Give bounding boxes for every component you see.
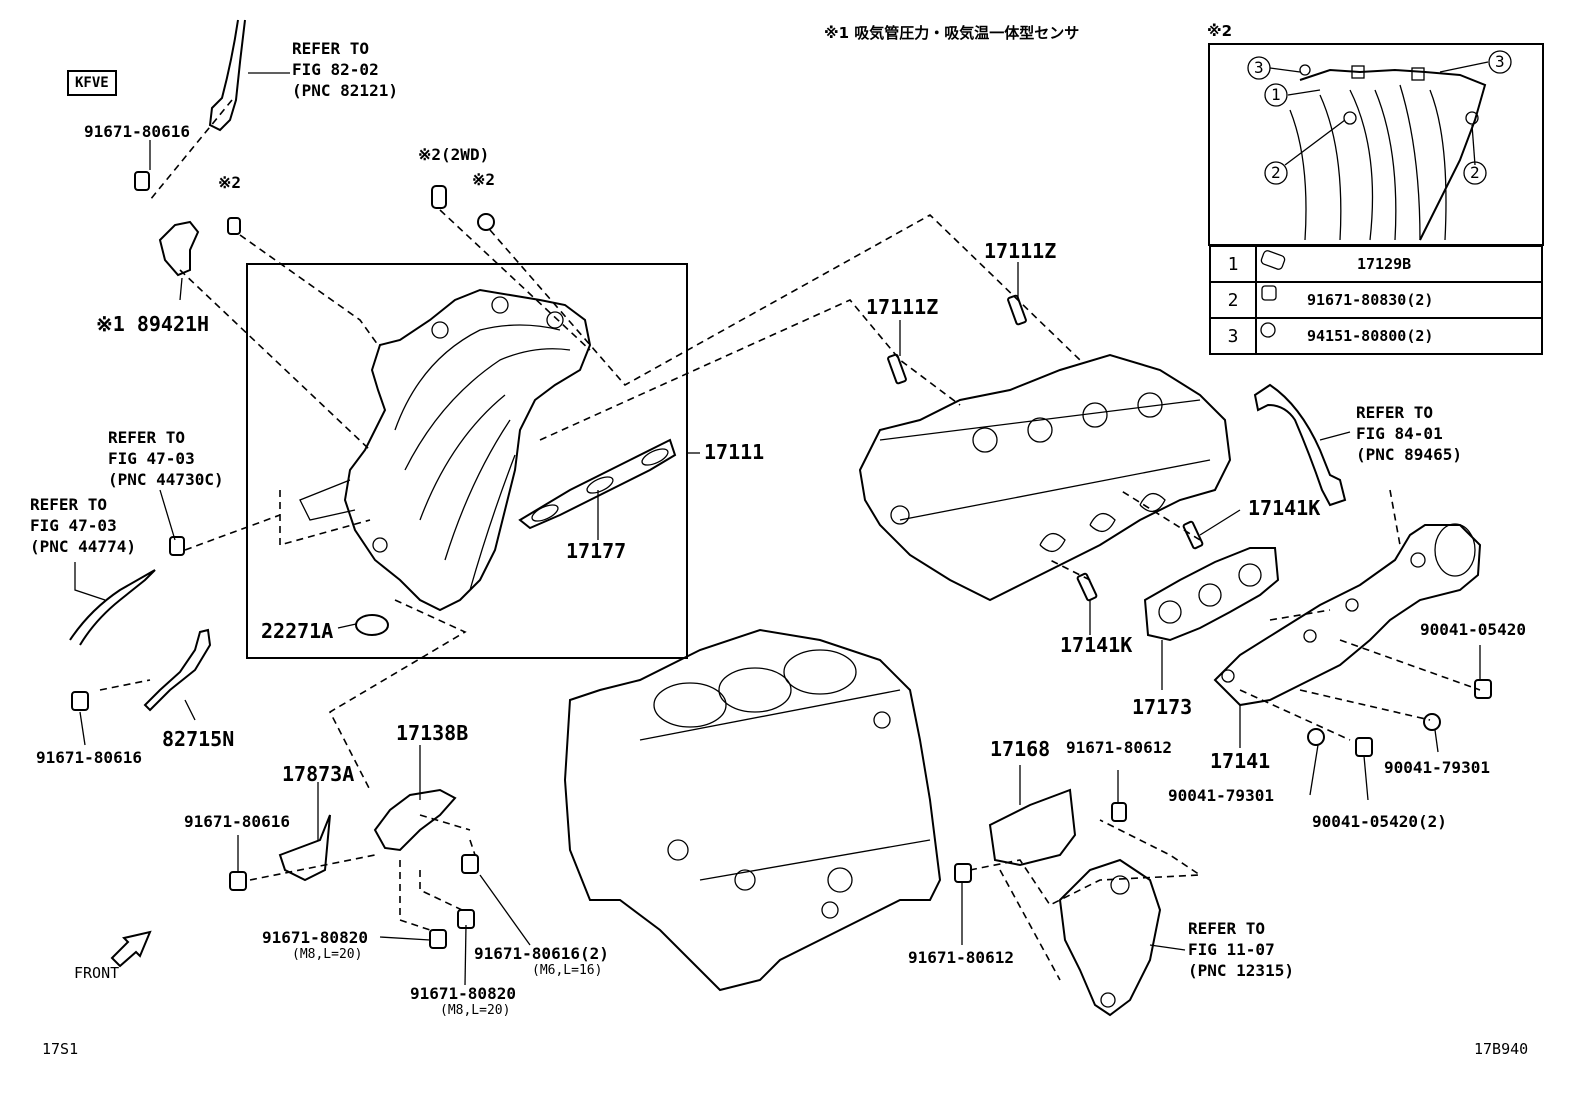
intake-manifold-group-frame <box>246 263 688 659</box>
legend-row: 1 17129B <box>1209 245 1543 283</box>
ref-line: (PNC 44730C) <box>108 470 224 489</box>
figure-code-right: 17B940 <box>1474 1040 1529 1058</box>
note1-caption: ※1 吸気管圧力・吸気温一体型センサ <box>824 24 1080 42</box>
part-label-90041-05420-2[interactable]: 90041-05420(2) <box>1312 812 1447 831</box>
part-label-17111z-b[interactable]: 17111Z <box>866 295 939 319</box>
ref-line: REFER TO <box>1188 919 1266 938</box>
leader-lines <box>74 72 1481 986</box>
part-label-17141k-b[interactable]: 17141K <box>1060 633 1133 657</box>
exhaust-manifold-drawing <box>1213 523 1482 707</box>
part-label-91671-80616-left[interactable]: 91671-80616 <box>36 748 142 767</box>
ref-line: (PNC 82121) <box>292 81 398 100</box>
ref-fig-11-07[interactable]: REFER TO FIG 11-07 (PNC 12315) <box>1188 918 1294 981</box>
oxygen-sensor-drawing <box>1253 383 1347 507</box>
ref-fig-84-01[interactable]: REFER TO FIG 84-01 (PNC 89465) <box>1356 402 1462 465</box>
ref-line: REFER TO <box>30 495 108 514</box>
front-label: FRONT <box>74 964 120 982</box>
ref-line: REFER TO <box>1356 403 1434 422</box>
part-label-82715n[interactable]: 82715N <box>162 727 235 751</box>
part-label-90041-79301-left[interactable]: 90041-79301 <box>1168 786 1274 805</box>
cylinder-head-drawing <box>858 353 1232 602</box>
intake-manifold-drawing <box>299 288 592 612</box>
ref-fig-47-03-b[interactable]: REFER TO FIG 47-03 (PNC 44774) <box>30 494 136 557</box>
legend-part[interactable]: 94151-80800(2) <box>1255 317 1543 355</box>
ref-line: (PNC 12315) <box>1188 961 1294 980</box>
ref-line: (PNC 44774) <box>30 537 136 556</box>
ref-line: FIG 82-02 <box>292 60 379 79</box>
inset-callout-3b: 3 <box>1495 52 1505 71</box>
heat-insulator-drawing <box>988 788 1077 867</box>
part-label-91671-80616-2[interactable]: 91671-80616(2) <box>474 944 609 963</box>
legend-row: 2 91671-80830(2) <box>1209 281 1543 319</box>
ref-line: REFER TO <box>108 428 186 447</box>
ref-fig-82-02[interactable]: REFER TO FIG 82-02 (PNC 82121) <box>292 38 398 101</box>
sensor-89421h-drawing <box>158 220 200 277</box>
part-label-91671-80616-top[interactable]: 91671-80616 <box>84 122 190 141</box>
part-label-note2-a: ※2 <box>218 173 242 192</box>
part-label-22271a[interactable]: 22271A <box>261 619 334 643</box>
note2-caption: ※2 <box>1207 22 1233 40</box>
cylinder-block-drawing <box>563 628 942 992</box>
part-label-91671-80820-b[interactable]: 91671-80820 <box>410 984 516 1003</box>
part-label-17873a[interactable]: 17873A <box>282 762 355 786</box>
legend-part[interactable]: 91671-80830(2) <box>1255 281 1543 319</box>
part-label-17177[interactable]: 17177 <box>566 539 627 563</box>
part-label-17111[interactable]: 17111 <box>704 440 765 464</box>
inset-callout-2b: 2 <box>1470 163 1480 182</box>
legend-num: 1 <box>1209 245 1257 283</box>
part-label-91671-80612-b[interactable]: 91671-80612 <box>908 948 1014 967</box>
part-label-note2-b: ※2 <box>472 170 496 189</box>
gasket-17177-drawing <box>518 438 677 530</box>
bracket-82715n-drawing <box>143 628 212 712</box>
part-label-note2-2wd: ※2(2WD) <box>418 145 490 164</box>
part-label-89421h[interactable]: ※1 89421H <box>96 312 210 336</box>
legend-part[interactable]: 17129B <box>1255 245 1543 283</box>
legend-num: 3 <box>1209 317 1257 355</box>
inset-callout-3a: 3 <box>1254 58 1264 77</box>
part-label-90041-05420[interactable]: 90041-05420 <box>1420 620 1526 639</box>
inset-callout-2a: 2 <box>1271 163 1281 182</box>
part-label-17173[interactable]: 17173 <box>1132 695 1193 719</box>
part-label-91671-80820-a[interactable]: 91671-80820 <box>262 928 368 947</box>
ref-fig-47-03-a[interactable]: REFER TO FIG 47-03 (PNC 44730C) <box>108 427 224 490</box>
hose-drawing <box>69 569 156 646</box>
part-label-90041-79301-right[interactable]: 90041-79301 <box>1384 758 1490 777</box>
part-label-17141[interactable]: 17141 <box>1210 749 1271 773</box>
part-label-17168[interactable]: 17168 <box>990 737 1051 761</box>
part-label-91671-80616-mid[interactable]: 91671-80616 <box>184 812 290 831</box>
legend-num: 2 <box>1209 281 1257 319</box>
part-spec-m8-a: (M8,L=20) <box>292 947 363 962</box>
bracket-17873a-drawing <box>278 814 331 882</box>
part-label-17141k-a[interactable]: 17141K <box>1248 496 1321 520</box>
inset-drawing <box>1269 61 1489 241</box>
inset-callout-1: 1 <box>1271 85 1281 104</box>
bracket-17138b-drawing <box>373 788 457 852</box>
part-label-91671-80612-a[interactable]: 91671-80612 <box>1066 738 1172 757</box>
inset-frame <box>1208 43 1544 246</box>
part-spec-m8-b: (M8,L=20) <box>440 1003 511 1018</box>
front-arrow-icon <box>110 930 152 968</box>
ref-line: REFER TO <box>292 39 370 58</box>
ref-line: (PNC 89465) <box>1356 445 1462 464</box>
part-spec-m6: (M6,L=16) <box>532 963 603 978</box>
legend-row: 3 94151-80800(2) <box>1209 317 1543 355</box>
figure-code-left: 17S1 <box>42 1040 79 1058</box>
engine-mount-bracket-drawing <box>1058 858 1162 1017</box>
gasket-22271a-drawing <box>355 614 389 636</box>
part-label-17111z-a[interactable]: 17111Z <box>984 239 1057 263</box>
exhaust-gasket-drawing <box>1143 547 1280 642</box>
inset-callout-circles <box>1247 50 1512 185</box>
connector-wire-drawing <box>208 19 246 132</box>
ref-line: FIG 47-03 <box>108 449 195 468</box>
part-label-17138b[interactable]: 17138B <box>396 721 469 745</box>
inset-legend-table: 1 17129B 2 91671-80830(2) 3 94151-80800(… <box>1209 245 1543 355</box>
dashed-guide-lines <box>99 99 1481 981</box>
ref-line: FIG 11-07 <box>1188 940 1275 959</box>
ref-line: FIG 84-01 <box>1356 424 1443 443</box>
ref-line: FIG 47-03 <box>30 516 117 535</box>
engine-code-badge: KFVE <box>67 70 117 96</box>
